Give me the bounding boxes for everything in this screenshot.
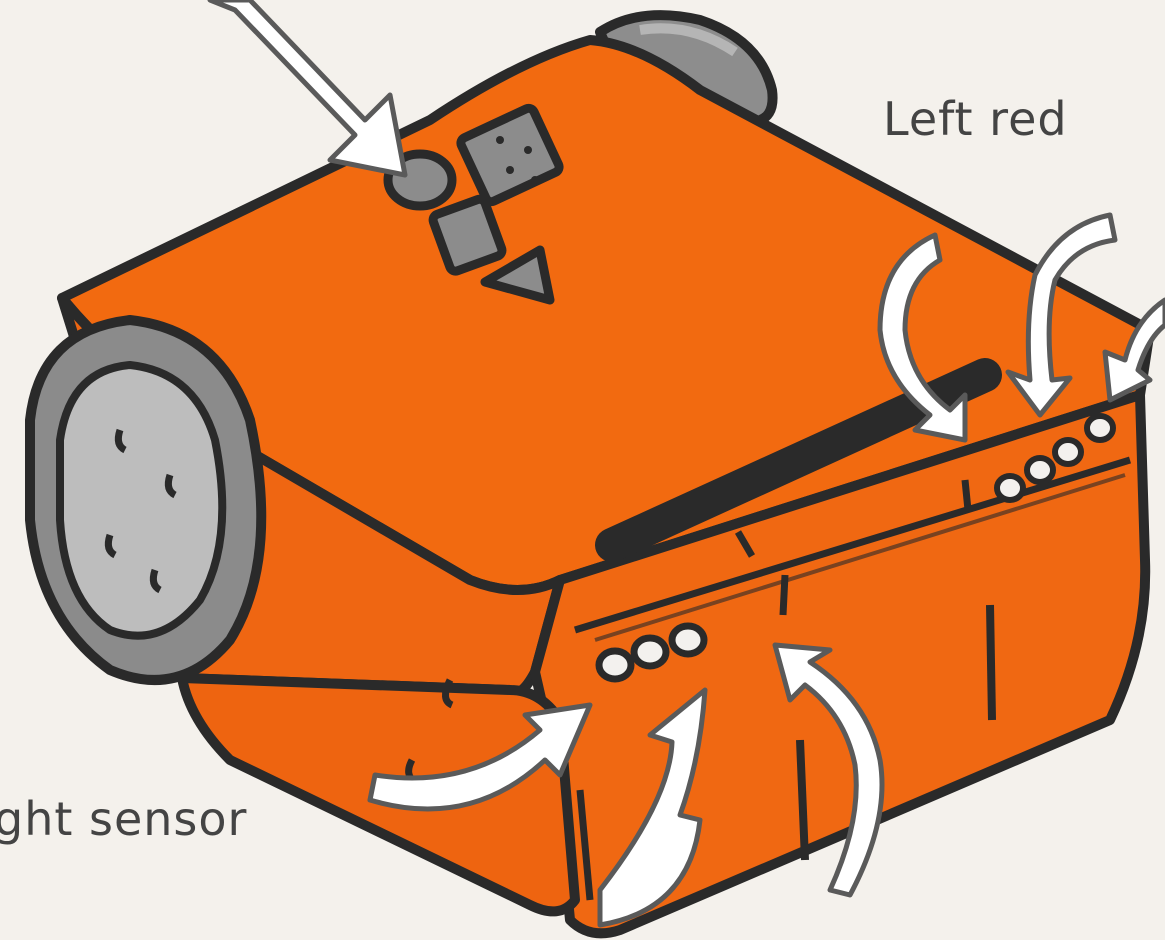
led-lens-icon: [997, 476, 1023, 500]
led-lens-icon: [1055, 440, 1081, 464]
led-lens-icon: [1087, 416, 1113, 440]
wheel-hub: [60, 365, 222, 636]
led-lens-icon: [672, 626, 704, 654]
callout-label-light-sensor: ght sensor: [0, 792, 247, 846]
led-lens-icon: [1027, 458, 1053, 482]
led-lens-icon: [634, 638, 666, 666]
side-wheel: [30, 320, 261, 680]
callout-label-left-red: Left red: [883, 92, 1068, 146]
led-lens-icon: [599, 651, 631, 679]
